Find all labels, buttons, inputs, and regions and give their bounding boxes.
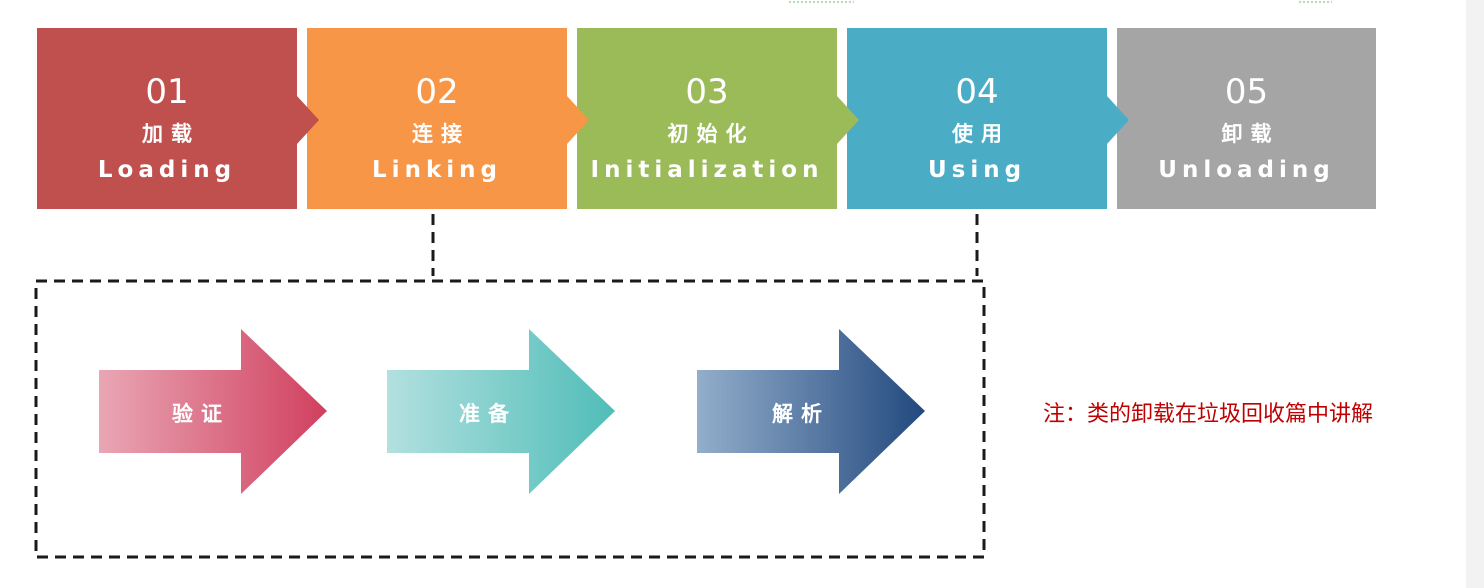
stage-number: 05 <box>1224 72 1269 112</box>
stage-number: 04 <box>955 72 999 112</box>
stage-chevron-notch <box>1107 96 1129 144</box>
verify-label: 验证 <box>172 402 230 426</box>
stage-name-cn: 使用 <box>952 122 1010 146</box>
stage-number: 02 <box>415 72 459 112</box>
scrollbar-track <box>1466 0 1484 588</box>
verify-arrow <box>99 329 327 494</box>
stage-name-en: Unloading <box>1158 157 1335 183</box>
stage-name-cn: 加载 <box>142 122 200 146</box>
stage-chevron-notch <box>837 96 859 144</box>
linking-detail-frame <box>34 279 986 559</box>
stage-name-en: Initialization <box>590 157 824 183</box>
stage-initialization: 03 初始化 Initialization <box>577 28 837 209</box>
unloading-note: 注：类的卸载在垃圾回收篇中讲解 <box>1043 402 1374 427</box>
stage-name-cn: 连接 <box>412 122 470 146</box>
stage-linking: 02 连接 Linking <box>307 28 567 209</box>
stage-name-en: Linking <box>372 157 502 183</box>
resolve-label: 解析 <box>772 402 830 426</box>
stage-chevron-notch <box>297 96 319 144</box>
resolve-arrow <box>697 329 925 494</box>
stage-using: 04 使用 Using <box>847 28 1107 209</box>
stage-number: 01 <box>145 72 189 112</box>
stage-loading: 01 加载 Loading <box>37 28 297 209</box>
stage-name-cn: 初始化 <box>667 122 755 146</box>
stage-name-cn: 卸载 <box>1221 122 1280 146</box>
stage-unloading: 05 卸载 Unloading <box>1117 28 1376 209</box>
stage-name-en: Using <box>927 157 1027 183</box>
top-decoration <box>788 0 854 5</box>
prepare-arrow <box>387 329 615 494</box>
stage-name-en: Loading <box>97 157 237 183</box>
top-decoration <box>1298 0 1332 5</box>
prepare-label: 准备 <box>459 402 517 426</box>
stage-chevron-notch <box>567 96 589 144</box>
stage-number: 03 <box>685 72 729 112</box>
